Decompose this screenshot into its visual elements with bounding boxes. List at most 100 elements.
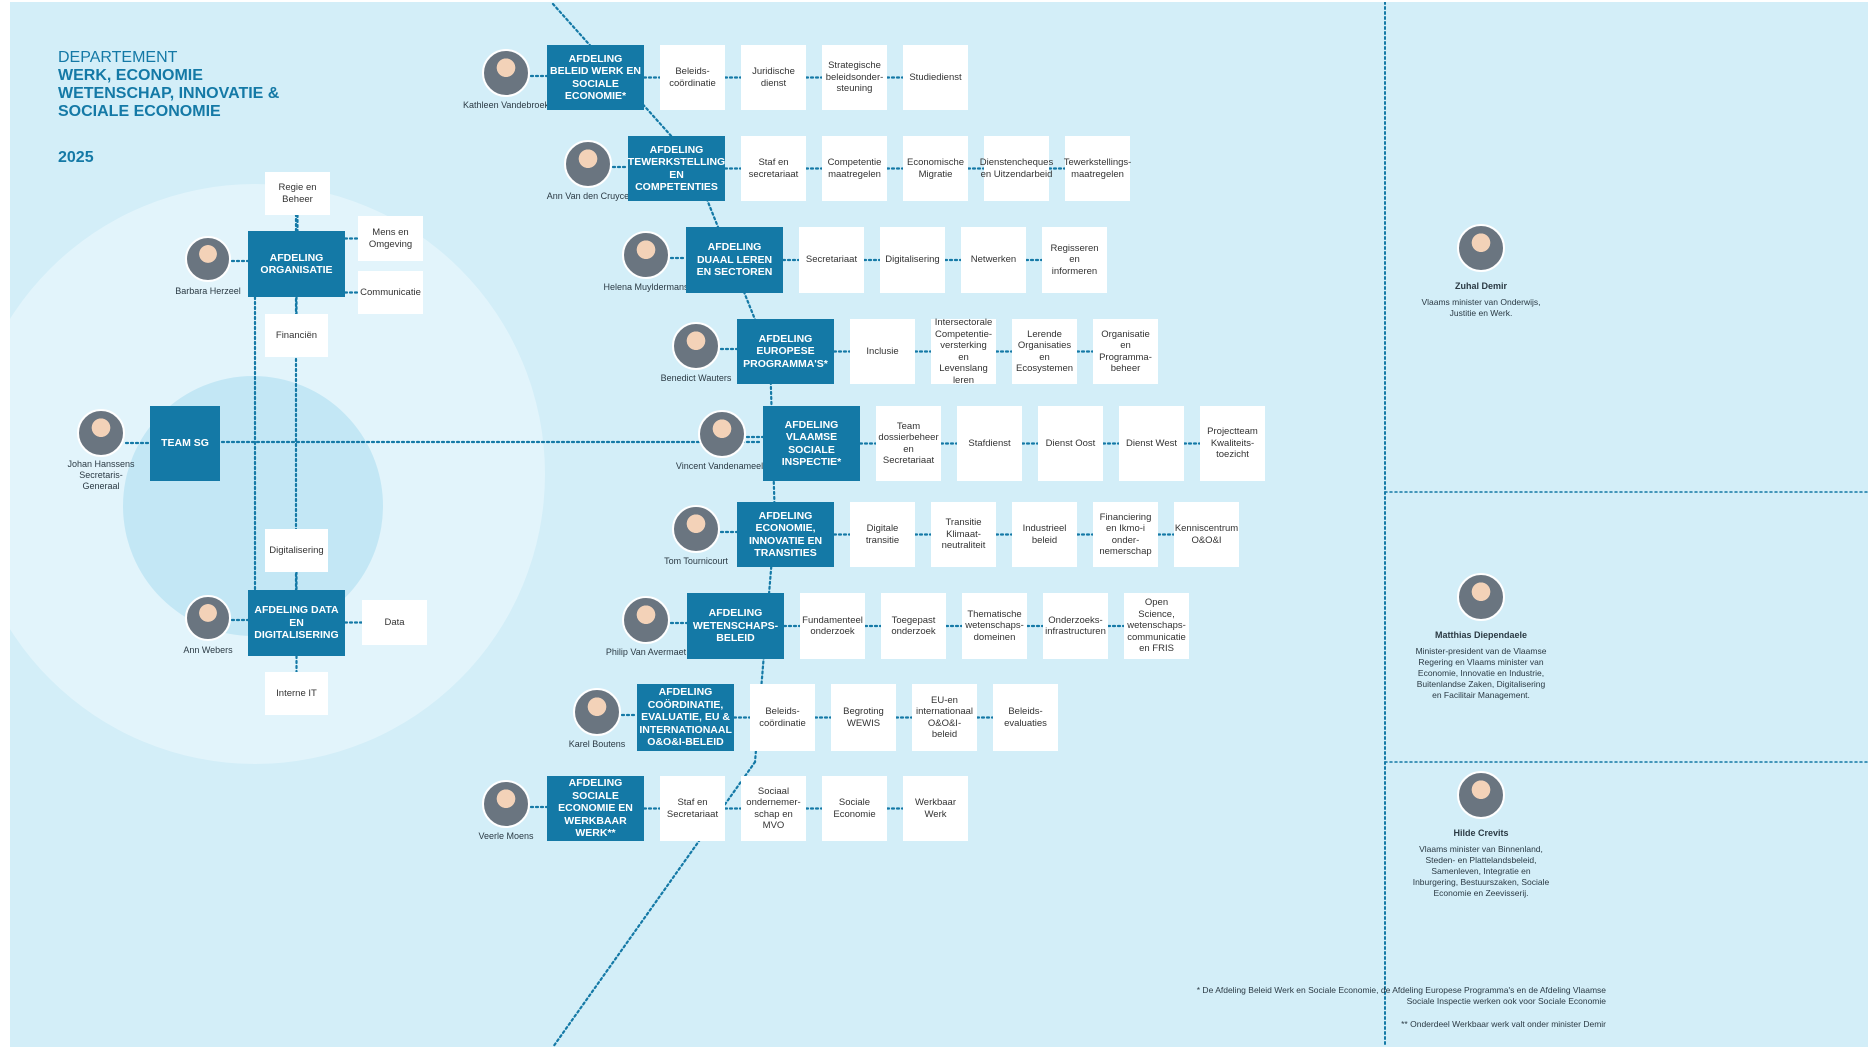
person-name: Ann Van den Cruyce [546, 191, 630, 201]
footnote-2: ** Onderdeel Werkbaar werk valt onder mi… [1401, 1019, 1606, 1029]
unit-box: Werkbaar Werk [903, 776, 968, 841]
department-box: AFDELING EUROPESE PROGRAMMA'S* [737, 319, 834, 384]
team-sg-box: TEAM SG [150, 406, 220, 481]
unit-box: Regie en Beheer [265, 172, 330, 215]
unit-box: Toegepast onderzoek [881, 593, 946, 659]
unit-box: Dienst Oost [1038, 406, 1103, 481]
minister-photo [1457, 573, 1505, 621]
person-photo [564, 140, 612, 188]
unit-box: Sociaal ondernemer-schap en MVO [741, 776, 806, 841]
unit-box: Begroting WEWIS [831, 684, 896, 751]
unit-box: Intersectorale Competentie-versterking e… [931, 317, 996, 386]
left-department-box: AFDELING DATA EN DIGITALISERING [248, 590, 345, 656]
person-photo [698, 410, 746, 458]
person-name: Vincent Vandenameele [675, 461, 769, 471]
person-name: Veerle Moens [478, 831, 534, 841]
unit-box: Staf en Secretariaat [660, 776, 725, 841]
unit-box: Beleids-coördinatie [660, 45, 725, 110]
department-box: AFDELING ECONOMIE, INNOVATIE EN TRANSITI… [737, 502, 834, 567]
page-title: DEPARTEMENT WERK, ECONOMIE WETENSCHAP, I… [58, 49, 288, 167]
connector [551, 760, 757, 1047]
unit-box: Digitale transitie [850, 502, 915, 567]
unit-box: Digitalisering [880, 227, 945, 293]
unit-box: Regisseren en informeren [1042, 227, 1107, 293]
unit-box: Organisatie en Programma-beheer [1093, 319, 1158, 384]
unit-box: Kenniscentrum O&O&I [1174, 502, 1239, 567]
unit-box: Economische Migratie [903, 136, 968, 201]
unit-box: Thematische wetenschaps-domeinen [962, 593, 1027, 659]
title-line2: WERK, ECONOMIE WETENSCHAP, INNOVATIE & S… [58, 67, 280, 120]
unit-box: Secretariaat [799, 227, 864, 293]
department-box: AFDELING COÖRDINATIE, EVALUATIE, EU & IN… [637, 684, 734, 751]
unit-box: Financiering en Ikmo-i onder-nemerschap [1093, 502, 1158, 567]
left-department-box: AFDELING ORGANISATIE [248, 231, 345, 297]
person-name: Johan Hanssens Secretaris-Generaal [67, 459, 135, 491]
person-photo [185, 236, 231, 282]
connector-lines [124, 2, 1868, 1047]
unit-box: Financiën [265, 314, 328, 357]
minister-name: Zuhal Demir [1454, 281, 1507, 291]
minister-photo [1457, 224, 1505, 272]
minister-role: Vlaams minister van Binnenland, Steden- … [1412, 844, 1550, 898]
unit-box: EU-en internationaal O&O&I-beleid [912, 684, 977, 751]
unit-box: Tewerkstellings-maatregelen [1064, 136, 1131, 201]
unit-box: Stafdienst [957, 406, 1022, 481]
person-name: Ann Webers [183, 645, 233, 655]
unit-box: Onderzoeks-infrastructuren [1043, 593, 1108, 659]
person-photo [77, 409, 125, 457]
department-box: AFDELING BELEID WERK EN SOCIALE ECONOMIE… [547, 45, 644, 110]
unit-box: Data [362, 600, 427, 645]
person-photo [622, 596, 670, 644]
unit-box: Lerende Organisaties en Ecosystemen [1012, 319, 1077, 384]
unit-box: Sociale Economie [822, 776, 887, 841]
unit-box: Projectteam Kwaliteits-toezicht [1200, 406, 1265, 481]
person-name: Karel Boutens [568, 739, 626, 749]
title-year: 2025 [58, 149, 94, 166]
unit-box: Interne IT [265, 672, 328, 715]
unit-box: Staf en secretariaat [741, 136, 806, 201]
unit-box: Netwerken [961, 227, 1026, 293]
person-name: Tom Tournicourt [664, 556, 728, 566]
unit-box: Inclusie [850, 319, 915, 384]
person-photo [573, 688, 621, 736]
unit-box: Studiedienst [903, 45, 968, 110]
department-box: AFDELING WETENSCHAPS-BELEID [687, 593, 784, 659]
unit-box: Mens en Omgeving [358, 216, 423, 261]
unit-box: Dienst West [1119, 406, 1184, 481]
person-photo [185, 595, 231, 641]
unit-box: Communicatie [358, 271, 423, 314]
person-photo [482, 49, 530, 97]
department-box: AFDELING DUAAL LEREN EN SECTOREN [686, 227, 783, 293]
person-name: Philip Van Avermaet [605, 647, 687, 657]
department-box: AFDELING SOCIALE ECONOMIE EN WERKBAAR WE… [547, 776, 644, 841]
title-line1: DEPARTEMENT [58, 49, 178, 66]
person-photo [482, 780, 530, 828]
unit-box: Strategische beleidsonder-steuning [822, 45, 887, 110]
department-box: AFDELING TEWERKSTELLING EN COMPETENTIES [628, 136, 725, 201]
minister-name: Hilde Crevits [1453, 828, 1509, 838]
person-photo [672, 505, 720, 553]
unit-box: Team dossierbeheer en Secretariaat [876, 406, 941, 481]
unit-box: Transitie Klimaat-neutraliteit [931, 502, 996, 567]
minister-role: Minister-president van de Vlaamse Regeri… [1415, 646, 1547, 700]
minister-name: Matthias Diependaele [1434, 630, 1528, 640]
unit-box: Competentie maatregelen [822, 136, 887, 201]
footnote-1: * De Afdeling Beleid Werk en Sociale Eco… [1196, 985, 1606, 1006]
unit-box: Beleids-coördinatie [750, 684, 815, 751]
minister-role: Vlaams minister van Onderwijs, Justitie … [1421, 297, 1541, 318]
department-box: AFDELING VLAAMSE SOCIALE INSPECTIE* [763, 406, 860, 481]
unit-box: Open Science, wetenschaps-communicatie e… [1124, 593, 1189, 659]
person-name: Helena Muyldermans [603, 282, 689, 292]
minister-photo [1457, 771, 1505, 819]
unit-box: Juridische dienst [741, 45, 806, 110]
unit-box: Digitalisering [265, 529, 328, 572]
unit-box: Beleids-evaluaties [993, 684, 1058, 751]
org-chart-canvas: DEPARTEMENT WERK, ECONOMIE WETENSCHAP, I… [10, 2, 1868, 1047]
unit-box: Fundamenteel onderzoek [800, 593, 865, 659]
person-name: Benedict Wauters [660, 373, 732, 383]
person-photo [622, 231, 670, 279]
person-name: Barbara Herzeel [175, 286, 241, 296]
